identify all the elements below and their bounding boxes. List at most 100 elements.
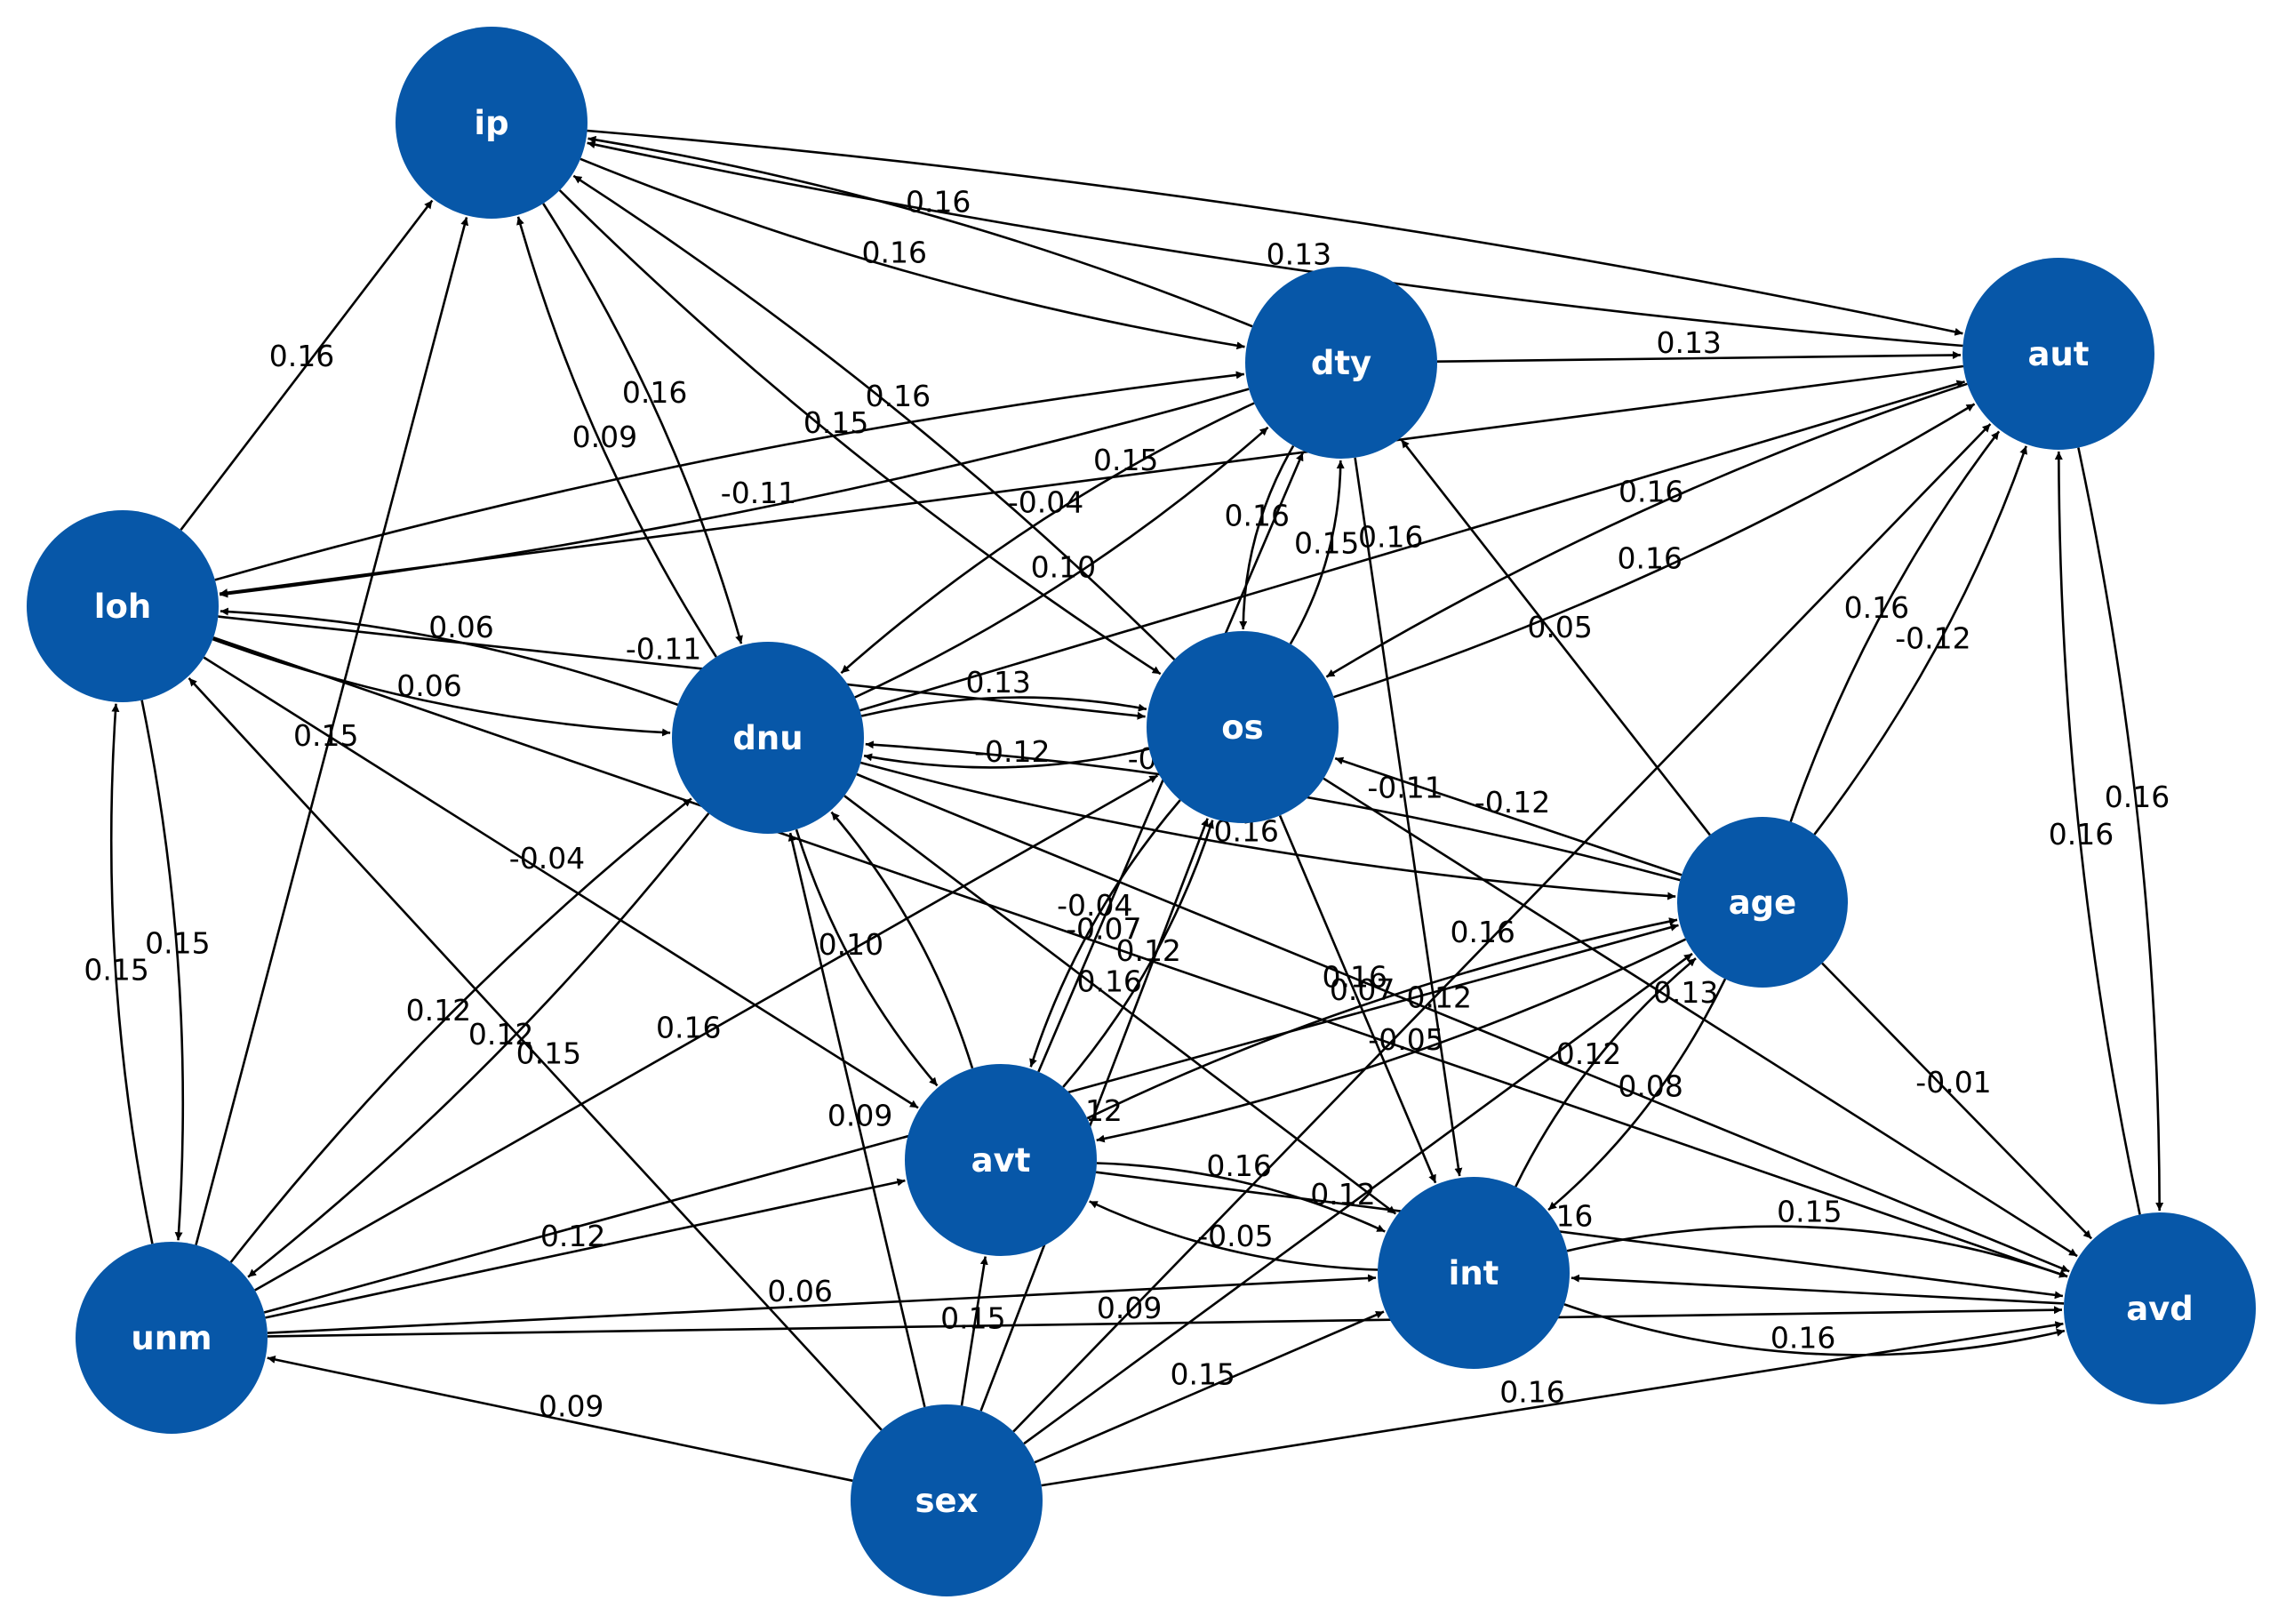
edge-dty-to-aut xyxy=(1436,351,1962,363)
edge-label-os-to-dnu: -0.12 xyxy=(974,734,1050,769)
edge-dnu-to-loh xyxy=(220,607,679,707)
edge-unm-to-avd xyxy=(267,1306,2063,1338)
edge-label-unm-to-avt: 0.12 xyxy=(540,1219,605,1253)
node-label-avt: avt xyxy=(971,1141,1031,1180)
edge-label-unm-to-loh: 0.15 xyxy=(84,953,148,988)
edge-label-dty-to-ip: 0.16 xyxy=(906,185,971,220)
edge-dty-to-dnu xyxy=(840,402,1255,675)
edge-label-age-to-avt: -0.05 xyxy=(1368,1022,1443,1057)
node-label-os: os xyxy=(1221,708,1263,747)
edge-dnu-to-os xyxy=(860,696,1147,717)
node-label-ip: ip xyxy=(474,104,508,142)
edge-label-loh-to-dnu: 0.06 xyxy=(396,668,461,703)
node-circle-avt xyxy=(905,1064,1097,1256)
edge-ip-to-dty xyxy=(579,157,1245,350)
edge-dty-to-loh xyxy=(220,388,1250,598)
edge-os-to-aut xyxy=(1333,403,1976,699)
edge-label-dty-to-dnu: -0.04 xyxy=(1008,485,1083,520)
edge-label-aut-to-ip: 0.13 xyxy=(1267,237,1331,272)
edge-label-os-to-dty: 0.15 xyxy=(1294,526,1359,561)
edge-int-to-avd xyxy=(1563,1303,2066,1356)
edge-label-loh-to-ip: 0.16 xyxy=(269,339,334,373)
node-circle-ip xyxy=(396,27,587,219)
edge-label-dnu-to-int: 0.16 xyxy=(1076,964,1141,998)
node-dty: dty xyxy=(1245,267,1437,459)
edge-aut-to-avd xyxy=(2077,447,2164,1212)
edge-label-int-to-avd: 0.16 xyxy=(1770,1320,1835,1355)
edge-os-to-dnu xyxy=(863,748,1150,769)
edge-sex-to-loh xyxy=(188,677,883,1431)
edge-int-to-age xyxy=(1515,957,1697,1188)
edge-age-to-aut xyxy=(1789,430,2001,822)
edge-aut-to-loh xyxy=(219,364,1964,597)
edge-unm-to-ip xyxy=(195,217,469,1245)
edge-avt-to-age xyxy=(1086,917,1678,1120)
edge-label-int-to-avt: -0.05 xyxy=(1197,1219,1273,1253)
node-label-sex: sex xyxy=(915,1482,979,1520)
node-ip: ip xyxy=(396,27,587,219)
edge-sex-to-int xyxy=(1034,1310,1385,1464)
edge-label-os-to-int: 0.16 xyxy=(1323,959,1387,994)
edge-label-dnu-to-os: 0.13 xyxy=(965,665,1030,700)
node-avd: avd xyxy=(2064,1212,2256,1404)
node-circle-sex xyxy=(851,1404,1043,1596)
edge-age-to-aut xyxy=(1813,445,2027,836)
node-circle-avd xyxy=(2064,1212,2256,1404)
edge-sex-to-avd xyxy=(1041,1321,2064,1487)
edge-dnu-to-unm xyxy=(247,812,710,1278)
edge-label-os-to-avd: 0.13 xyxy=(1653,975,1718,1010)
edge-label-age-to-aut: -0.12 xyxy=(1895,620,1970,655)
edge-label-sex-to-loh: 0.15 xyxy=(516,1036,581,1070)
edge-label-avt-to-age: 0.07 xyxy=(1330,972,1395,1007)
edge-loh-to-os xyxy=(218,615,1146,720)
edge-os-to-dty xyxy=(1289,460,1345,645)
node-label-age: age xyxy=(1729,884,1797,922)
edge-avd-to-int xyxy=(1571,1274,2065,1305)
node-circle-dnu xyxy=(672,642,864,834)
edge-label-age-to-os: -0.12 xyxy=(1475,785,1550,820)
edge-age-to-dty xyxy=(1400,438,1711,836)
edge-label-dnu-to-loh: 0.06 xyxy=(428,610,493,644)
node-avt: avt xyxy=(905,1064,1097,1256)
edge-loh-to-dnu xyxy=(212,637,671,737)
edge-sex-to-age xyxy=(1023,952,1693,1445)
edge-label-dnu-to-ip: 0.09 xyxy=(572,420,637,454)
node-circle-os xyxy=(1147,631,1339,823)
edge-age-to-avt xyxy=(1096,938,1687,1143)
edge-label-ip-to-os: 0.15 xyxy=(803,405,868,440)
edge-sex-to-unm xyxy=(267,1356,853,1483)
edge-label-sex-to-aut: 0.16 xyxy=(1450,915,1515,949)
edge-avt-to-int xyxy=(1096,1162,1386,1233)
edge-os-to-avd xyxy=(1323,777,2078,1258)
edge-label-int-to-avd: 0.15 xyxy=(1777,1194,1842,1228)
edge-label-unm-to-ip: 0.15 xyxy=(293,718,358,753)
node-circle-dty xyxy=(1245,267,1437,459)
edge-label-sex-to-avt: 0.15 xyxy=(940,1300,1005,1335)
edge-label-dty-to-os: 0.16 xyxy=(1225,499,1290,533)
edge-label-sex-to-avd: 0.16 xyxy=(1499,1375,1564,1410)
edge-label-int-to-age: 0.12 xyxy=(1556,1036,1621,1071)
edge-label-dnu-to-avd: 0.12 xyxy=(1407,980,1472,1015)
node-circle-int xyxy=(1378,1177,1570,1369)
node-circle-unm xyxy=(76,1242,268,1434)
edge-label-ip-to-dnu: 0.16 xyxy=(622,375,687,410)
edge-label-dnu-to-avt: 0.10 xyxy=(819,927,883,962)
edge-sex-to-avt xyxy=(960,1256,988,1406)
edge-loh-to-avd xyxy=(212,636,2068,1278)
edge-label-loh-to-unm: 0.15 xyxy=(145,926,210,961)
edge-os-to-avt xyxy=(1029,799,1181,1068)
edge-label-loh-to-avd: -0.07 xyxy=(1066,912,1141,947)
edge-sex-to-aut xyxy=(1012,423,1992,1433)
edge-dty-to-os xyxy=(1239,444,1295,630)
edge-label-sex-to-age: 0.12 xyxy=(1310,1177,1375,1212)
edge-label-os-to-ip: 0.16 xyxy=(866,379,931,413)
edge-label-aut-to-os: 0.16 xyxy=(1619,474,1683,508)
node-label-loh: loh xyxy=(94,588,151,626)
edge-unm-to-os xyxy=(254,774,1159,1292)
edge-ip-to-dnu xyxy=(542,203,743,644)
edge-loh-to-avt xyxy=(203,656,919,1109)
edge-dnu-to-avt xyxy=(795,828,939,1087)
node-aut: aut xyxy=(1962,258,2154,450)
